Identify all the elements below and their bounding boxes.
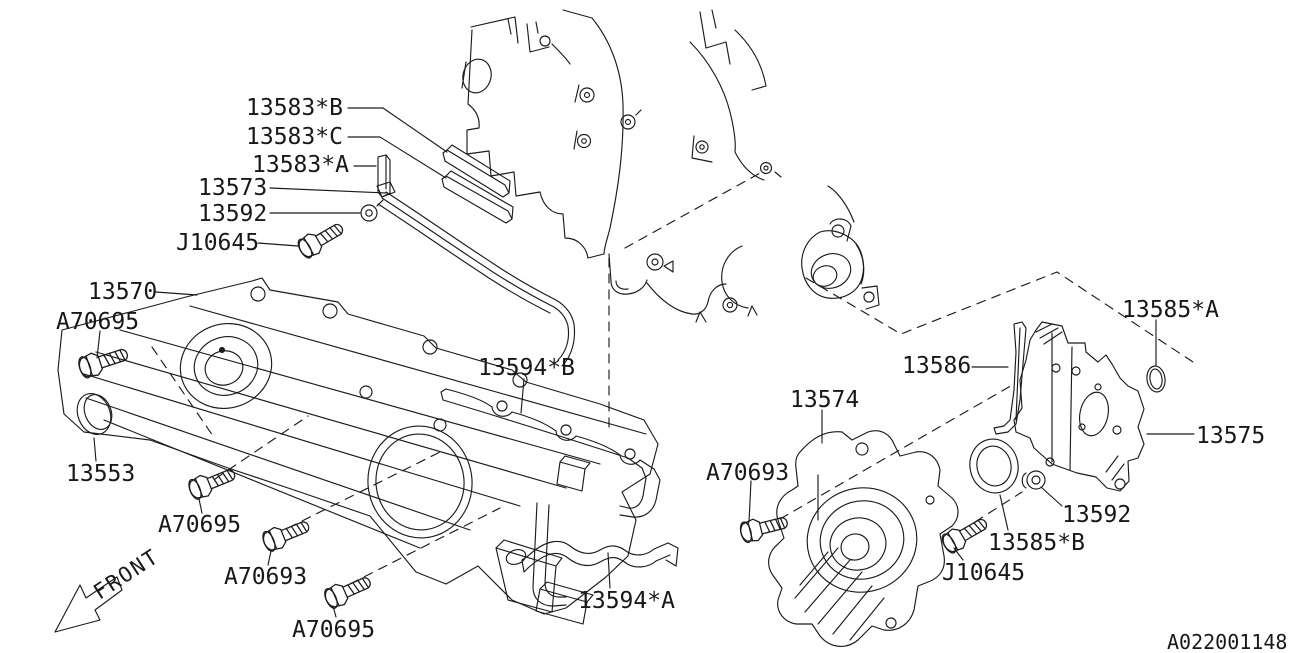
gasket-hook <box>532 502 594 625</box>
part-label-13583C: 13583*C <box>246 124 343 150</box>
part-label-13585A: 13585*A <box>1122 297 1219 323</box>
part-label-A70695-3: A70695 <box>292 617 376 643</box>
part-label-J10645-2: J10645 <box>942 560 1026 586</box>
part-label-A70693-1: A70693 <box>224 564 308 590</box>
part-label-13575: 13575 <box>1196 423 1266 449</box>
pipe-bundle <box>360 181 576 367</box>
gasket-rail <box>440 388 661 518</box>
seal-strips <box>377 144 514 224</box>
part-label-13586: 13586 <box>902 353 972 379</box>
part-label-13583A: 13583*A <box>252 152 349 178</box>
bolt-A70693-1 <box>259 514 313 555</box>
part-label-13594A: 13594*A <box>578 588 675 614</box>
part-label-13592-2: 13592 <box>1062 502 1132 528</box>
part-label-13585B: 13585*B <box>988 530 1085 556</box>
front-direction-arrow <box>54 576 123 633</box>
part-label-A70695-1: A70695 <box>56 309 140 335</box>
part-label-13592-1: 13592 <box>198 201 268 227</box>
bolt-J10645-2 <box>938 512 992 557</box>
part-label-13573: 13573 <box>198 175 268 201</box>
oil-seal-13585B <box>969 438 1019 494</box>
timing-cover-front <box>57 277 659 615</box>
gasket-pipe-a <box>521 540 679 573</box>
cam-sensor-part <box>801 185 880 310</box>
part-label-A70693-2: A70693 <box>706 460 790 486</box>
part-label-13574: 13574 <box>790 387 860 413</box>
gasket-strip-13586 <box>993 321 1027 435</box>
bolt-J10645-1 <box>294 217 348 262</box>
rear-plate <box>1013 321 1145 492</box>
part-label-A70695-2: A70695 <box>158 512 242 538</box>
diagram-code: A022001148 <box>1167 630 1288 653</box>
harness-lines <box>608 245 758 323</box>
grommet-13592-right <box>1021 470 1046 490</box>
part-label-13570: 13570 <box>88 279 158 305</box>
part-label-J10645-1: J10645 <box>176 230 260 256</box>
bolt-A70695-3 <box>321 570 375 612</box>
o-ring-13585A <box>1146 365 1166 393</box>
timing-cover-left <box>768 430 959 647</box>
part-label-13594B: 13594*B <box>478 355 575 381</box>
part-label-13583B: 13583*B <box>246 95 343 121</box>
engine-block-outline <box>461 9 782 259</box>
part-label-13553: 13553 <box>66 461 136 487</box>
leader-lines <box>93 107 1195 618</box>
plug-13553 <box>76 393 113 435</box>
construction-lines <box>151 171 1194 585</box>
